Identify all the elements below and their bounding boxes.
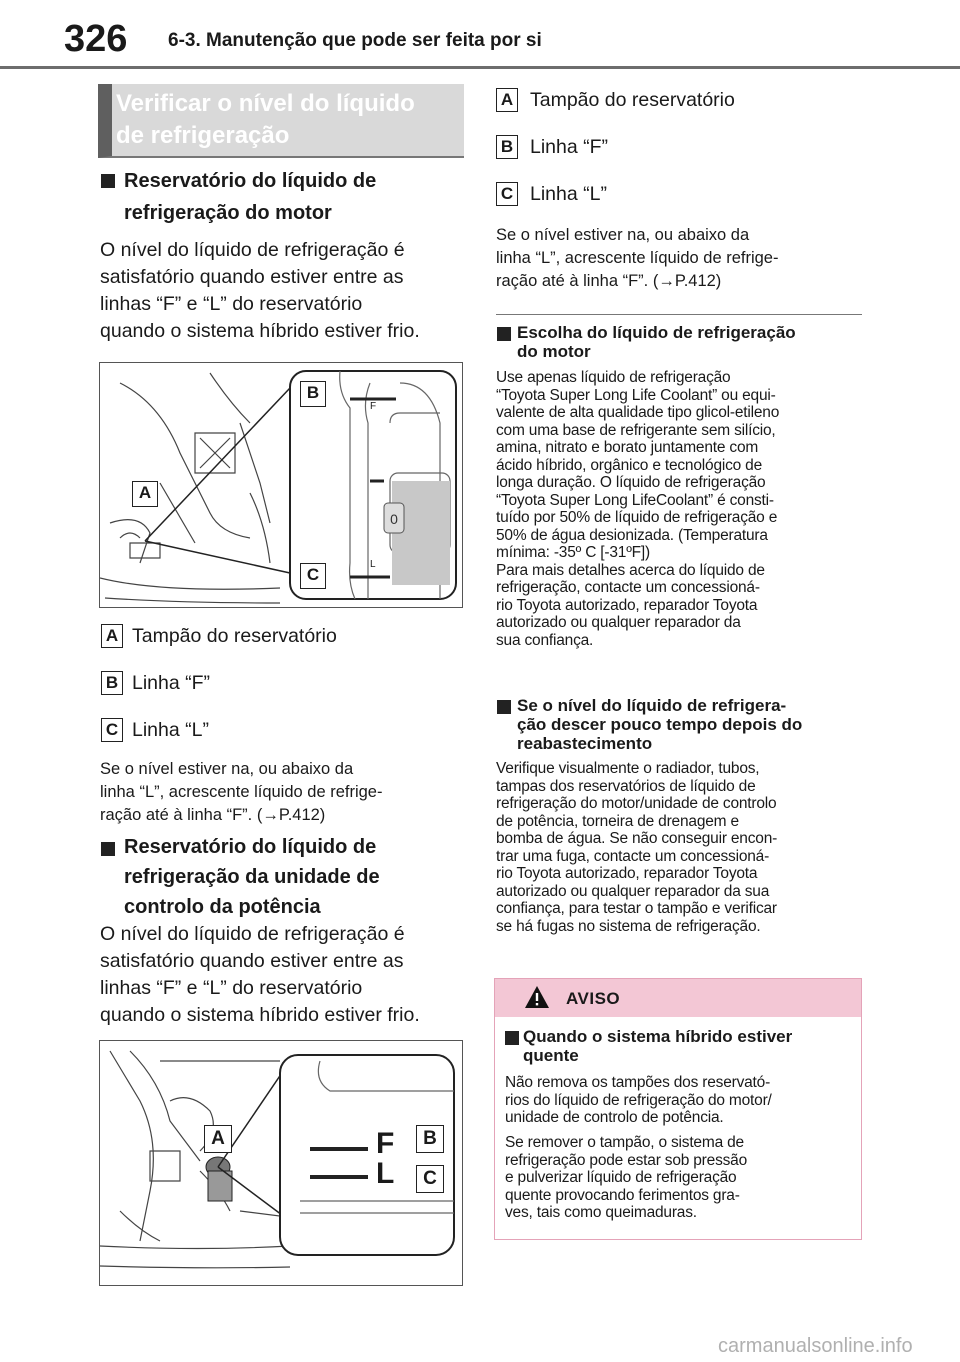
heading-square-icon [497,700,511,714]
fig1-label-c: C [300,563,326,589]
watermark: carmanualsonline.info [718,1335,913,1357]
pcu-reservoir-illustration [99,1050,455,1269]
fig1-l-mark: L [370,559,376,570]
fig2-label-b: B [416,1125,444,1153]
legend1-text-a: Tampão do reservatório [132,625,337,647]
chapter-title: 6-3. Manutenção que pode ser feita por s… [168,30,542,51]
subsection-square-icon [101,174,115,188]
subsection-engine-coolant: Reservatório do líquido de refrigeração … [124,170,377,224]
fig1-label-a: A [132,481,158,507]
legend1-box-c: C [101,718,123,742]
fig1-label-b: B [300,381,326,407]
subsection-square-icon [101,842,115,856]
fig2-label-a: A [204,1125,232,1153]
fig2-f-mark: F [376,1127,395,1160]
legend1-text-c: Linha “L” [132,719,209,741]
engine-reservoir-illustration: 0 [99,370,457,604]
paragraph-coolant-choice: Use apenas líquido de refrigeração“Toyot… [496,369,780,649]
column-divider [496,314,862,315]
legend2-text-c: Linha “L” [530,183,607,205]
warning-triangle-icon [525,986,549,1008]
legend2-box-c: C [496,182,518,206]
svg-text:0: 0 [390,511,398,527]
warning-header [495,979,861,1017]
fig2-label-c: C [416,1165,444,1193]
legend1-box-a: A [101,624,123,648]
heading-square-icon [497,327,511,341]
legend2-box-b: B [496,135,518,159]
legend1-text-b: Linha “F” [132,672,211,694]
legend1-box-b: B [101,671,123,695]
figure-pcu-coolant-reservoir: A B C F L [99,1040,463,1286]
warning-paragraph-1: Não remova os tampões dos reservató-rios… [505,1074,772,1126]
fig1-f-mark: F [370,401,377,412]
page-number: 326 [64,18,128,60]
section-title: Verificar o nível do líquido de refriger… [116,90,415,149]
header-divider [0,66,960,69]
warning-box [494,978,862,1240]
warning-square-icon [505,1031,519,1045]
legend2-text-b: Linha “F” [530,136,609,158]
fig2-l-mark: L [376,1157,395,1190]
legend2-box-a: A [496,88,518,112]
heading-level-drops: Se o nível do líquido de refrigera-ção d… [517,696,803,753]
legend2-text-a: Tampão do reservatório [530,89,735,111]
section-title-box [98,84,464,158]
paragraph-level-drops: Verifique visualmente o radiador, tubos,… [496,760,778,935]
warning-title: AVISO [566,989,621,1008]
figure-engine-coolant-reservoir: 0 A B C F L [99,362,463,608]
